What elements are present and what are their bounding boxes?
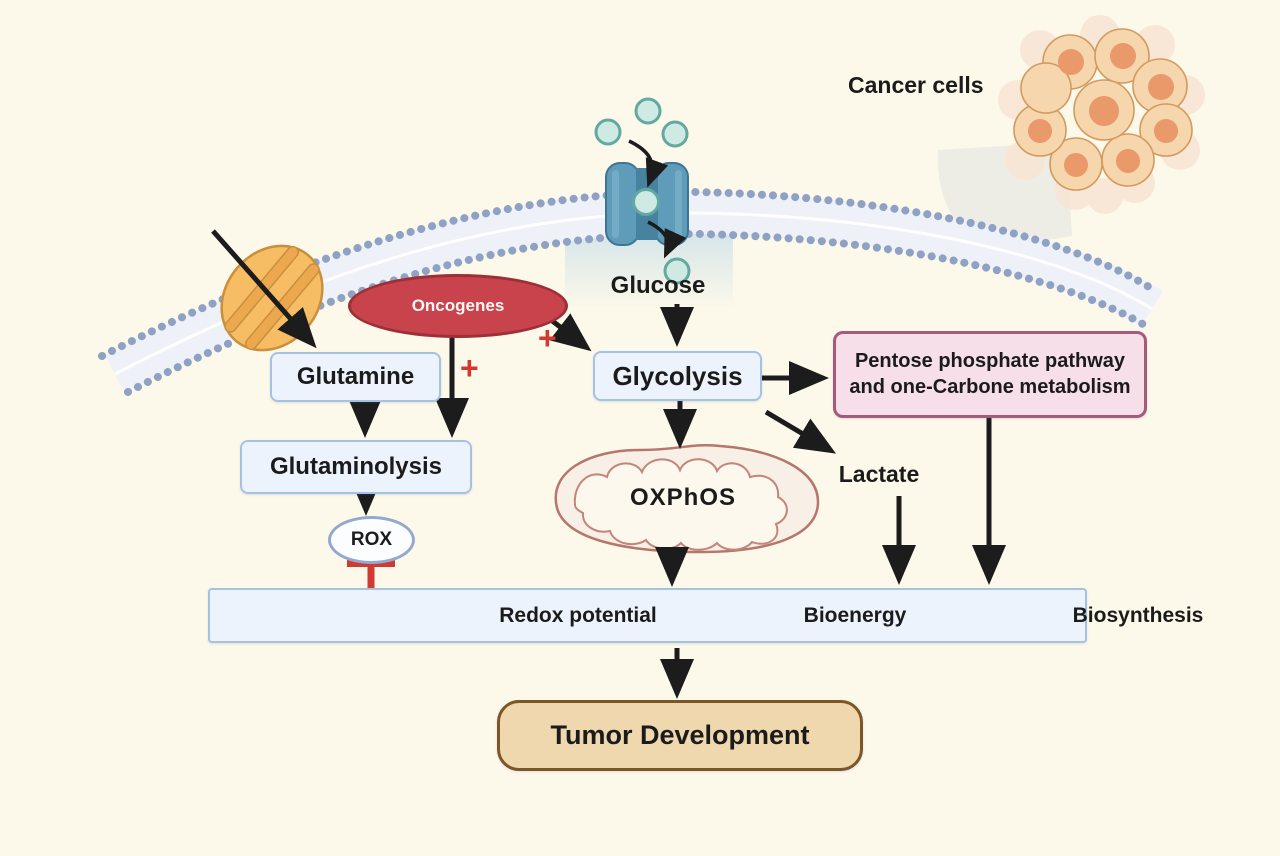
rox-label: ROX: [350, 529, 393, 550]
glucose-exit-arrow: [647, 220, 687, 259]
oxphos-label: OXPhOS: [629, 484, 737, 511]
cancer-cells-icon: [998, 15, 1205, 214]
oncogenes-node: Oncogenes: [348, 274, 568, 338]
glycolysis-label: Glycolysis: [612, 360, 743, 391]
pentose-pathway-label: Pentose phosphate pathway and one-Carbon…: [849, 349, 1131, 398]
glycolysis-to-lactate-arrow: [764, 409, 837, 454]
activation-plus-glutaminolysis: +: [460, 350, 479, 386]
glucose-entry-arrow: [628, 139, 669, 188]
oncogenes-label: Oncogenes: [411, 296, 505, 315]
glucose-molecules: [594, 97, 691, 285]
glucose-label: Glucose: [610, 272, 706, 299]
rox-node: ROX: [328, 516, 415, 564]
pentose-pathway-node: Pentose phosphate pathway and one-Carbon…: [833, 331, 1147, 418]
bioenergy-label: Bioenergy: [803, 603, 907, 627]
glutamine-import-arrow: [211, 229, 317, 349]
glycolysis-node: Glycolysis: [593, 351, 762, 401]
biosynthesis-label: Biosynthesis: [1072, 603, 1204, 627]
tumor-development-node: Tumor Development: [497, 700, 863, 771]
glutamine-label: Glutamine: [296, 363, 415, 390]
rox-inhibition-tbar: [347, 559, 395, 588]
glutaminolysis-label: Glutaminolysis: [269, 453, 443, 480]
glutamine-node: Glutamine: [270, 352, 441, 402]
glutaminolysis-node: Glutaminolysis: [240, 440, 472, 494]
activation-plus-glycolysis: +: [538, 320, 557, 356]
tumor-development-label: Tumor Development: [550, 720, 810, 750]
redox-potential-label: Redox potential: [499, 603, 657, 627]
lactate-label: Lactate: [838, 461, 920, 487]
cancer-cells-label: Cancer cells: [848, 72, 984, 98]
outcomes-bar: Redox potential Bioenergy Biosynthesis: [208, 588, 1203, 643]
